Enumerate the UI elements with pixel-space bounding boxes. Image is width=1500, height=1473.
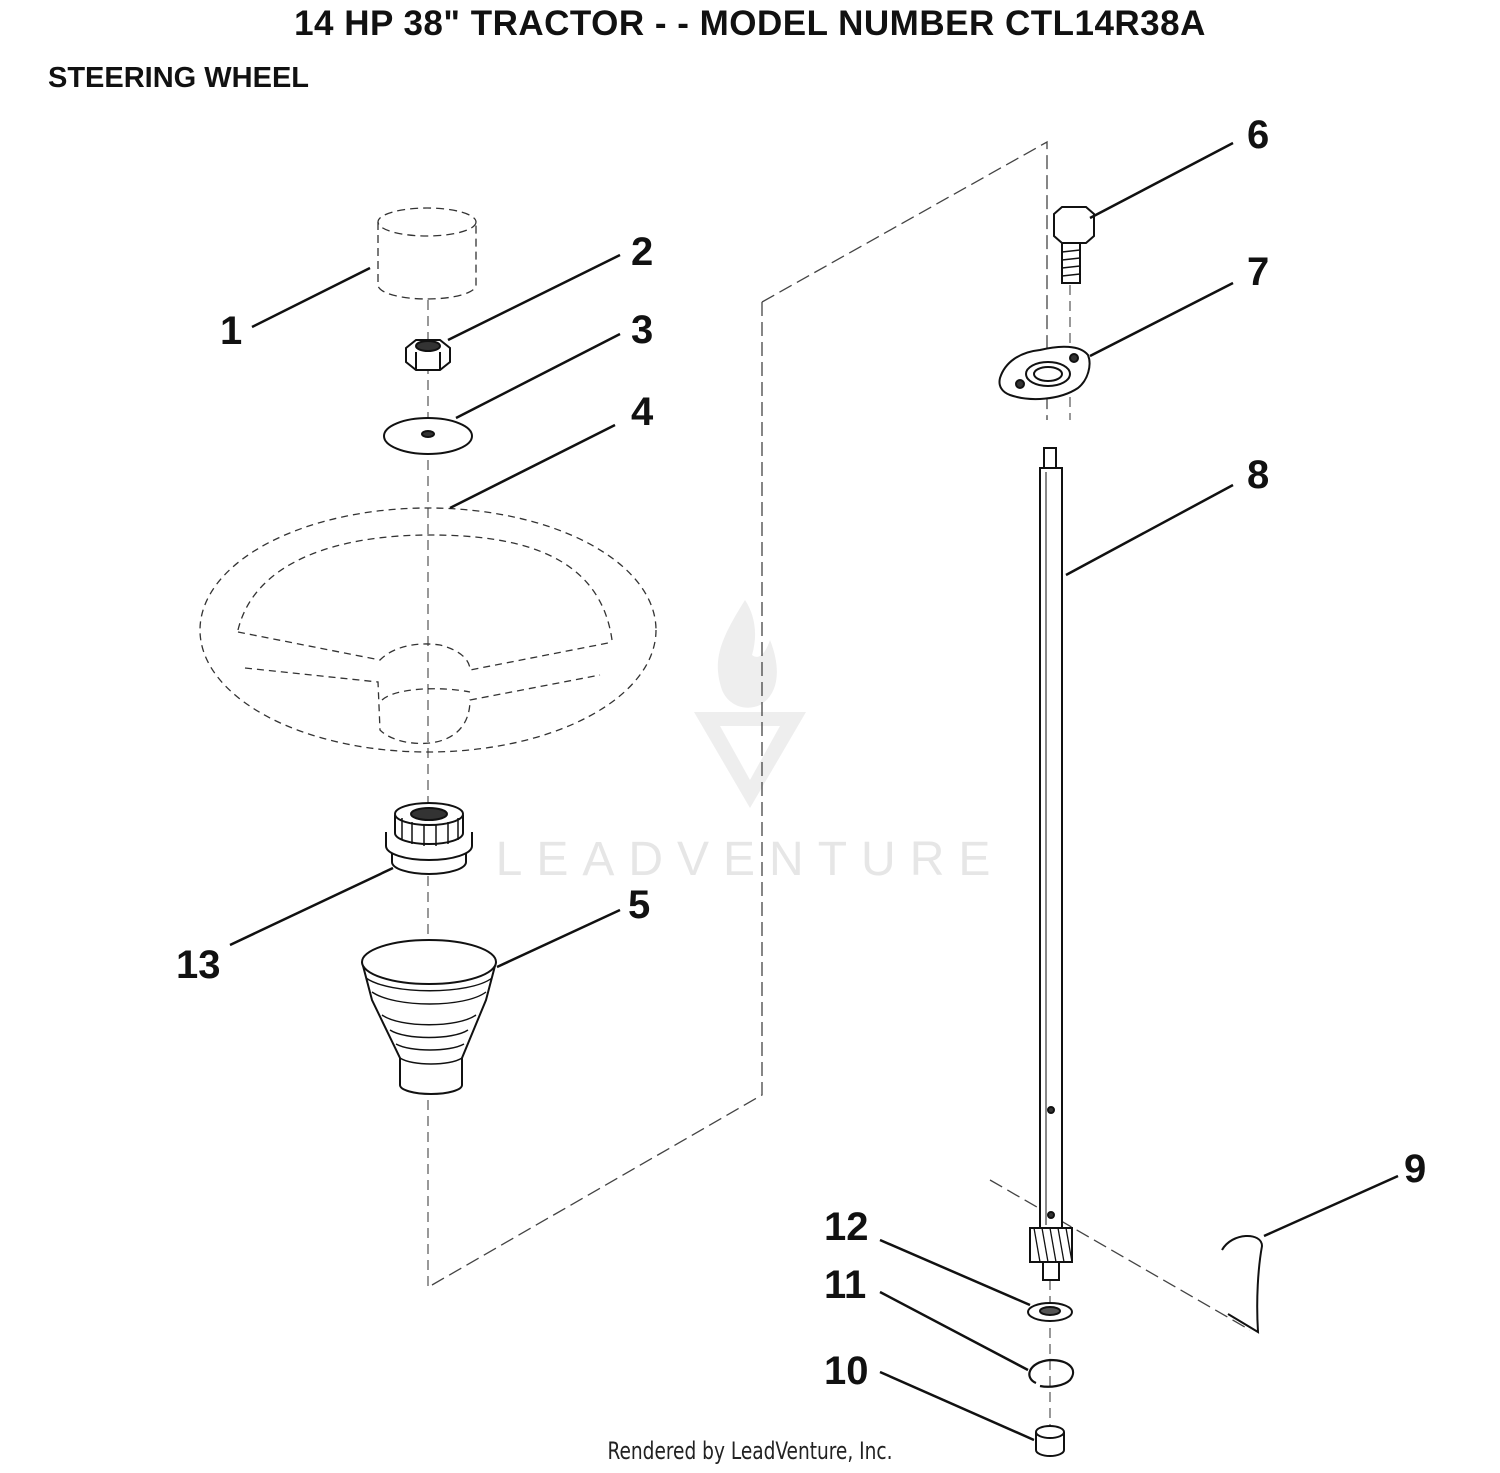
callout-13: 13: [176, 943, 221, 987]
callout-7: 7: [1247, 250, 1269, 294]
footer-credit: Rendered by LeadVenture, Inc.: [607, 1437, 893, 1465]
callout-9: 9: [1404, 1147, 1426, 1191]
panel-outline: [431, 140, 1251, 1331]
callout-11: 11: [824, 1263, 866, 1307]
watermark: LEADVENTURE: [496, 600, 1005, 886]
callout-10: 10: [824, 1349, 869, 1393]
steering-shaft-part: [1029, 447, 1073, 1281]
callout-2: 2: [631, 230, 653, 274]
callout-4: 4: [631, 390, 654, 434]
bolt-part: [1053, 206, 1095, 284]
wire-clip-part: [1221, 1234, 1264, 1334]
watermark-text: LEADVENTURE: [496, 833, 1005, 886]
leader-lines: [229, 141, 1399, 1442]
callout-labels: 1 2 3 4 5 6 7 8 9 10 11 12 13: [176, 113, 1426, 1393]
snap-ring-part: [1028, 1358, 1075, 1388]
steering-wheel-part: [199, 507, 657, 753]
adapter-part: [385, 802, 473, 875]
steering-column-boot-part: [361, 939, 497, 1095]
callout-8: 8: [1247, 453, 1269, 497]
bushing-part: [1035, 1425, 1065, 1457]
callout-1: 1: [220, 309, 242, 353]
nut-part: [405, 339, 451, 371]
callout-3: 3: [631, 308, 653, 352]
washer-part: [383, 417, 473, 455]
bearing-flange-part: [998, 345, 1091, 400]
watermark-v-icon: [694, 712, 806, 808]
watermark-flame-icon: [717, 600, 777, 708]
callout-12: 12: [824, 1205, 869, 1249]
callout-6: 6: [1247, 113, 1269, 157]
flat-washer-part: [1027, 1302, 1073, 1322]
section-heading: STEERING WHEEL: [48, 62, 310, 94]
cap-part: [377, 207, 477, 300]
page-title: 14 HP 38" TRACTOR - - MODEL NUMBER CTL14…: [294, 4, 1206, 43]
callout-5: 5: [628, 883, 650, 927]
